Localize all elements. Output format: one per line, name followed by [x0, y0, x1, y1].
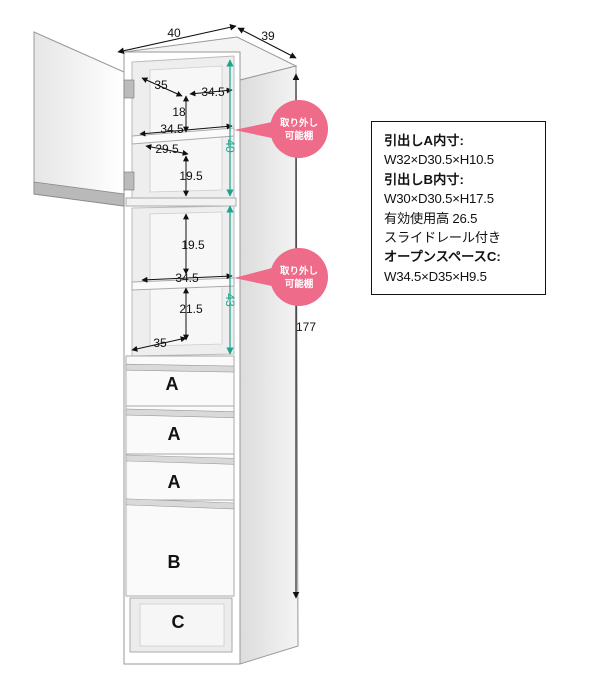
upper-shelf-depth: 29.5 [155, 142, 179, 156]
middle-lower-gap: 21.5 [179, 302, 203, 316]
badge-pointer-upper [234, 122, 272, 138]
middle-depth-line [131, 336, 187, 352]
hinge-lower [123, 171, 135, 191]
middle-width-line [141, 273, 233, 283]
badge-pointer-middle [234, 268, 272, 286]
drawer-label: C [172, 612, 185, 632]
open-space-c-back [139, 603, 225, 647]
upper-inner-width: 34.5 [201, 85, 225, 99]
middle-depth: 35 [153, 336, 167, 350]
upper-compartment-height: 40 [223, 139, 237, 153]
drawer-label: A [168, 472, 181, 492]
drawer-b-size: W30×D30.5×H17.5 [384, 191, 494, 207]
drawer-b-handle [125, 498, 235, 510]
width-dimension: 40 [167, 26, 181, 40]
drawer-a2-handle [125, 408, 235, 419]
removable-shelf-badge-upper: 取り外し 可能棚 [270, 100, 328, 158]
removable-shelf-badge-middle: 取り外し 可能棚 [270, 248, 328, 306]
drawer-a-size: W32×D30.5×H10.5 [384, 152, 494, 168]
cabinet-door [33, 31, 125, 207]
middle-compartment-height: 43 [223, 293, 237, 307]
middle-upper-gap: 19.5 [181, 238, 205, 252]
drawer-a-heading: 引出しA内寸: [384, 133, 464, 148]
upper-shelf-gap: 18 [172, 105, 186, 119]
drawer-b-usable: 有効使用高 26.5 [384, 210, 478, 226]
drawer-b-heading: 引出しB内寸: [384, 171, 464, 187]
drawer-a3-handle [125, 454, 235, 465]
door-edge [33, 181, 125, 207]
open-space-size: W34.5×D35×H9.5 [384, 268, 487, 284]
compartment-divider [125, 197, 237, 207]
upper-depth-line [141, 77, 183, 97]
middle-width: 34.5 [175, 271, 199, 285]
hinge-upper [123, 79, 135, 99]
drawer-a1-handle [125, 363, 235, 373]
height-dimension: 177 [296, 320, 316, 334]
drawer-a1 [125, 355, 235, 407]
depth-dimension-line [237, 27, 297, 59]
upper-inner-depth: 35 [154, 78, 168, 92]
open-space-heading: オープンスペースC: [384, 249, 501, 265]
upper-mid-width: 34.5 [160, 122, 184, 136]
drawer-label: A [166, 374, 179, 394]
drawer-label: A [168, 424, 181, 444]
upper-width-line [189, 87, 233, 97]
drawer-b [125, 499, 235, 597]
upper-mid-width-line [139, 123, 233, 137]
width-dimension-line [117, 24, 237, 54]
drawer-label: B [168, 552, 181, 572]
spec-box: 引出しA内寸: W32×D30.5×H10.5 引出しB内寸: W30×D30.… [371, 121, 546, 295]
upper-shelf-depth-line [145, 144, 189, 156]
depth-dimension: 39 [261, 29, 275, 43]
upper-lower-gap: 19.5 [179, 169, 203, 183]
drawer-b-rail: スライドレール付き [384, 230, 501, 246]
